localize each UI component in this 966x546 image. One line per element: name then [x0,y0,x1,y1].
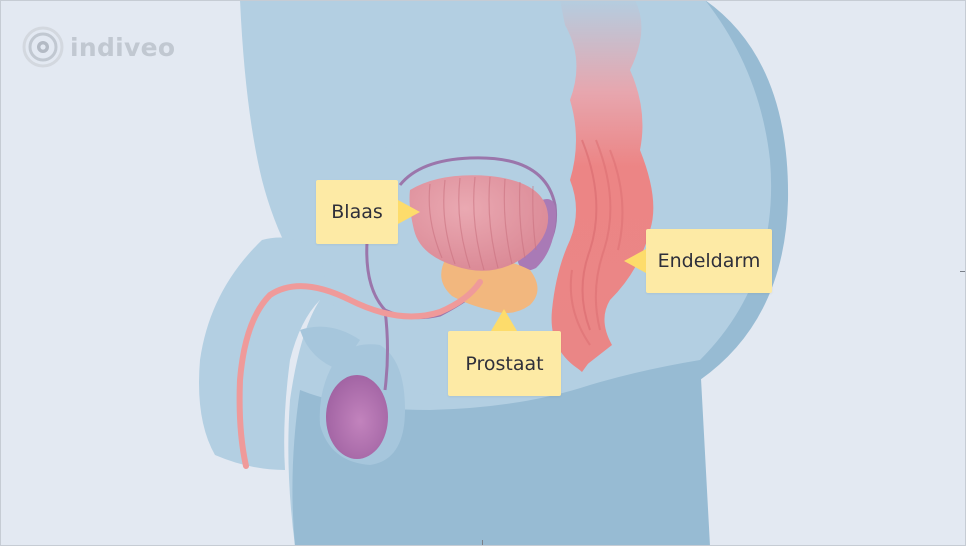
brand-logo: indiveo [22,26,175,68]
pelvic-lower-shading [292,360,710,546]
label-bladder: Blaas [316,180,398,244]
label-rectum-pointer [624,249,646,273]
urethra [236,279,483,469]
indiveo-logo-icon [22,26,64,68]
thigh [199,237,325,470]
label-prostate: Prostaat [448,331,561,396]
edge-tick-bottom [482,540,483,546]
brand-name: indiveo [70,32,176,62]
testis [326,375,388,459]
label-bladder-pointer [398,200,420,224]
label-rectum: Endeldarm [646,229,772,293]
rectum [551,0,654,370]
edge-tick-right [960,271,966,272]
label-prostate-pointer [491,309,517,331]
